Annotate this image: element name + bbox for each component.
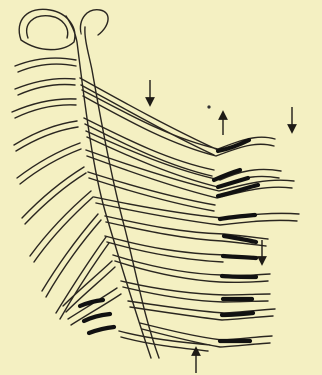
ink-dot (207, 105, 210, 108)
top-lobes (19, 9, 108, 49)
arrows (150, 80, 292, 373)
dark-nerve-segments (80, 140, 258, 341)
right-branches (80, 78, 299, 351)
